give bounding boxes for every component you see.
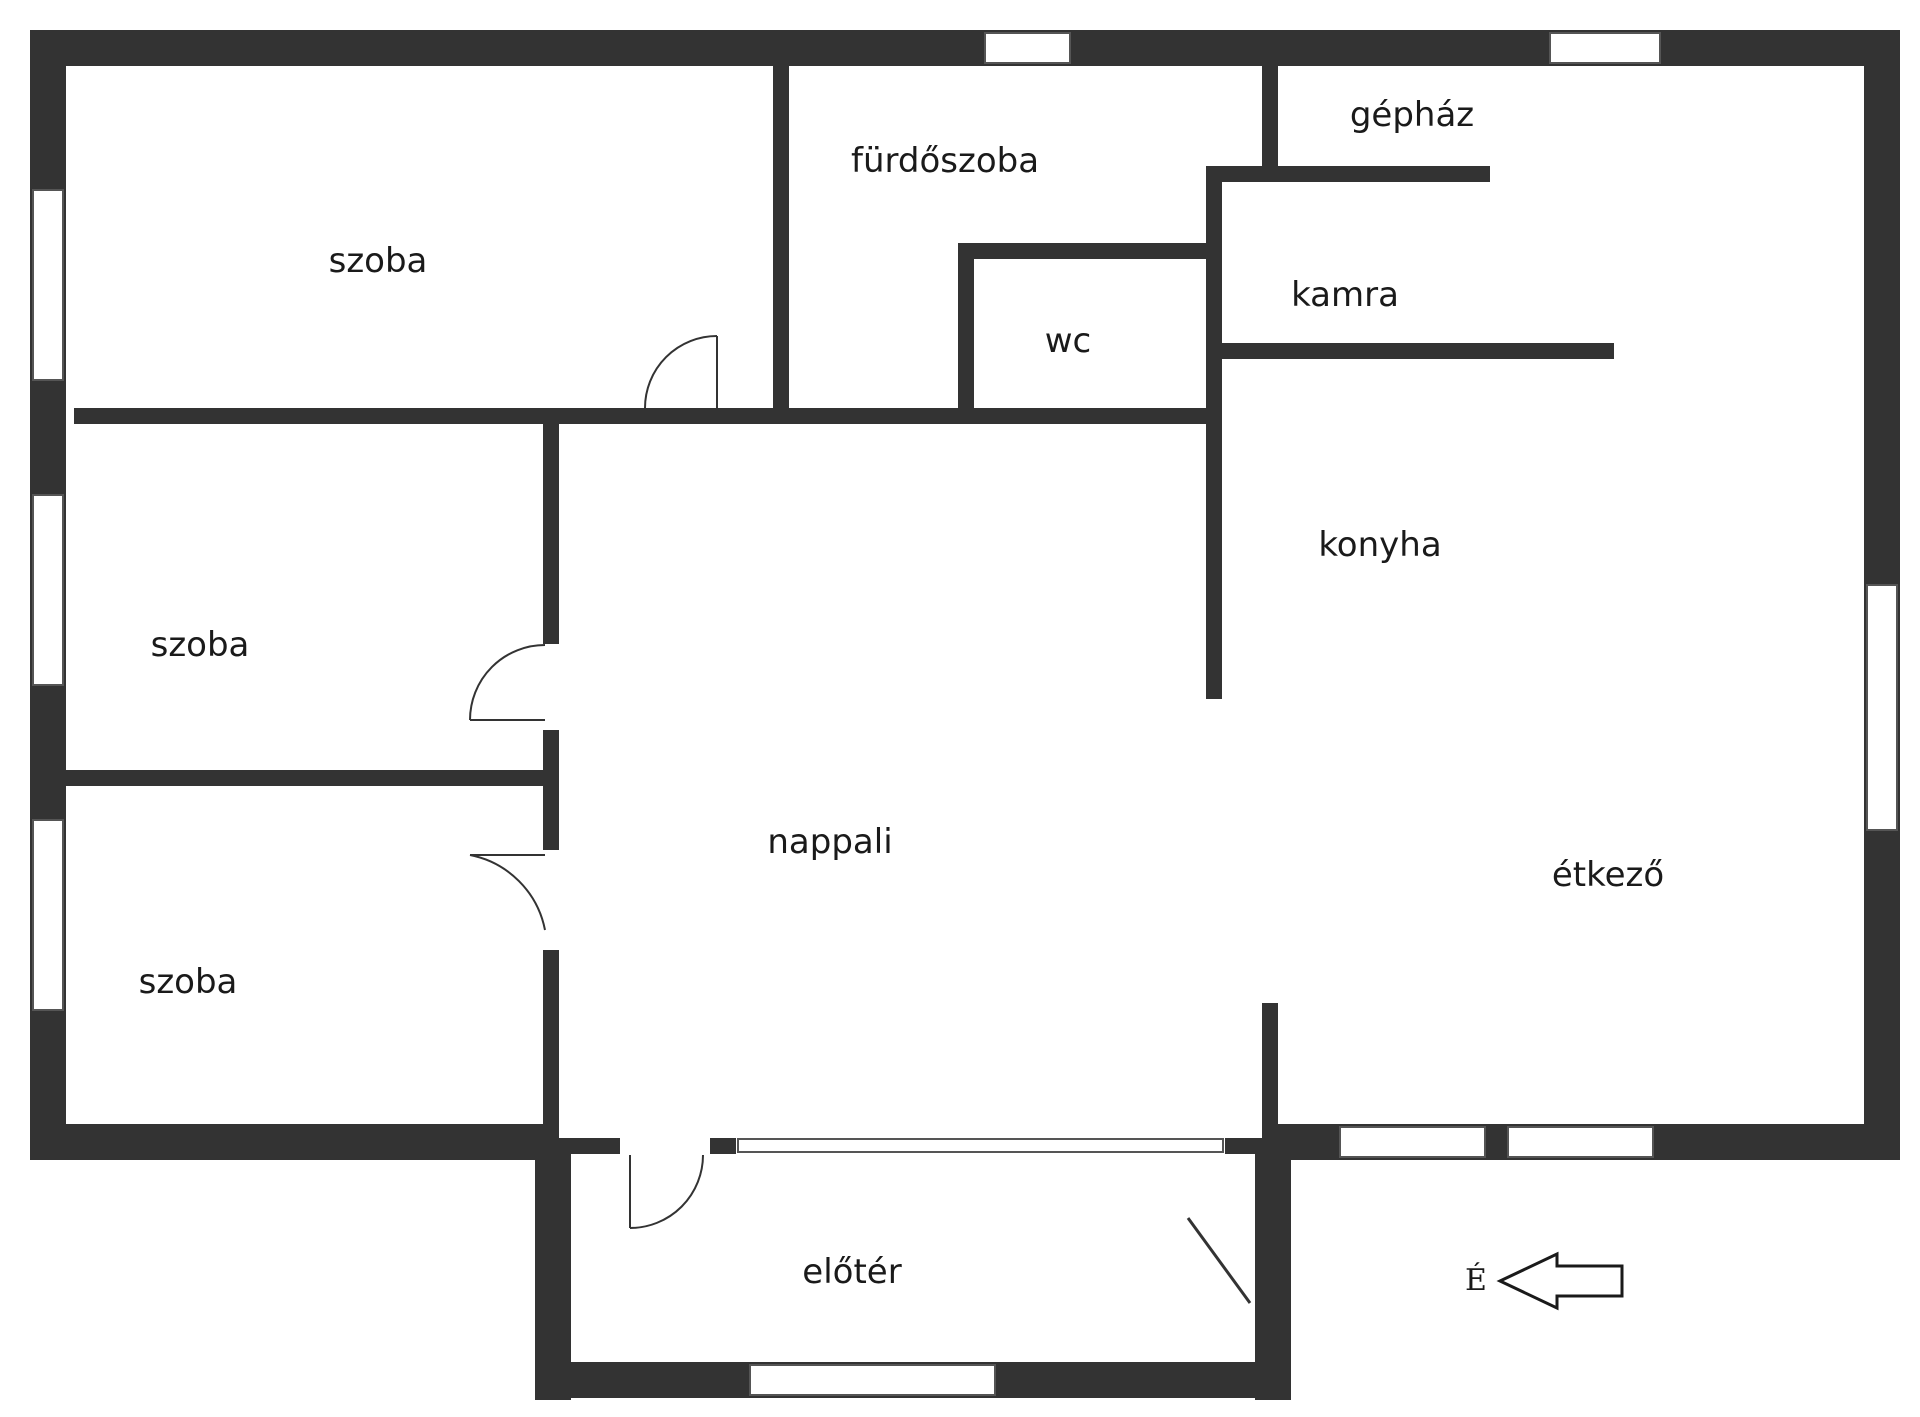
window-left-3 xyxy=(32,819,64,1011)
windows xyxy=(32,32,1898,1396)
wall-gephaz-bottom xyxy=(1206,166,1490,182)
outer-walls xyxy=(30,30,1900,1400)
window-top-right xyxy=(1549,32,1661,64)
wall-wc-left xyxy=(958,243,974,408)
eloter-wall-left xyxy=(535,1140,571,1400)
window-top xyxy=(984,32,1071,64)
window-bottom-2 xyxy=(1507,1126,1654,1158)
door-eloter xyxy=(629,1154,704,1229)
window-eloter-bottom xyxy=(749,1364,996,1396)
wall-furdo-left xyxy=(773,66,789,408)
wall-kamra-bottom xyxy=(1214,343,1614,359)
room-label-szoba-bottom: szoba xyxy=(139,962,238,1002)
wall-szoba-top-bottom xyxy=(74,408,1214,424)
eloter-wall-right xyxy=(1255,1140,1291,1400)
room-label-eloter: előtér xyxy=(802,1252,901,1292)
north-compass: É xyxy=(1465,1251,1624,1311)
window-right xyxy=(1866,584,1898,831)
room-label-wc: wc xyxy=(1045,321,1092,361)
window-left-1 xyxy=(32,189,64,381)
window-bottom-1 xyxy=(1339,1126,1486,1158)
doors xyxy=(469,335,1252,1304)
wall-eloter-top-right xyxy=(1225,1138,1275,1154)
wall-eloter-top-mid xyxy=(710,1138,736,1154)
room-label-kamra: kamra xyxy=(1291,275,1399,315)
wall-kamra-divider xyxy=(1206,243,1222,699)
room-label-etkezo: étkező xyxy=(1552,855,1664,895)
north-label: É xyxy=(1465,1262,1487,1298)
room-label-nappali: nappali xyxy=(767,822,892,862)
door-szoba-top xyxy=(644,335,718,409)
room-label-furdoszoba: fürdőszoba xyxy=(851,141,1039,181)
wall-gephaz-left xyxy=(1262,66,1278,174)
room-label-szoba-middle: szoba xyxy=(151,625,250,665)
outer-wall-bottom-left xyxy=(30,1124,555,1160)
wall-nappali-left-mid xyxy=(543,730,559,850)
door-szoba-bottom xyxy=(469,854,546,931)
wall-nappali-left-upper xyxy=(543,424,559,644)
window-left-2 xyxy=(32,494,64,686)
wall-kamra-left xyxy=(1206,166,1222,256)
wall-szoba-mid-bottom xyxy=(66,770,551,786)
room-label-konyha: konyha xyxy=(1318,525,1441,565)
door-szoba-middle xyxy=(469,644,546,721)
wall-wc-top xyxy=(958,243,1214,259)
room-label-gephaz: gépház xyxy=(1350,95,1474,135)
door-eloter-leaf-right xyxy=(1186,1217,1252,1304)
room-labels: szoba fürdőszoba gépház wc kamra szoba k… xyxy=(139,95,1665,1292)
interior-walls xyxy=(66,66,1614,1154)
sliding-door-nappali xyxy=(737,1138,1224,1153)
wall-eloter-top-left xyxy=(555,1138,620,1154)
north-arrow-icon xyxy=(1496,1251,1624,1311)
wall-etkezo-divider xyxy=(1262,1003,1278,1140)
wall-nappali-left-lower xyxy=(543,950,559,1140)
room-label-szoba-top: szoba xyxy=(329,241,428,281)
